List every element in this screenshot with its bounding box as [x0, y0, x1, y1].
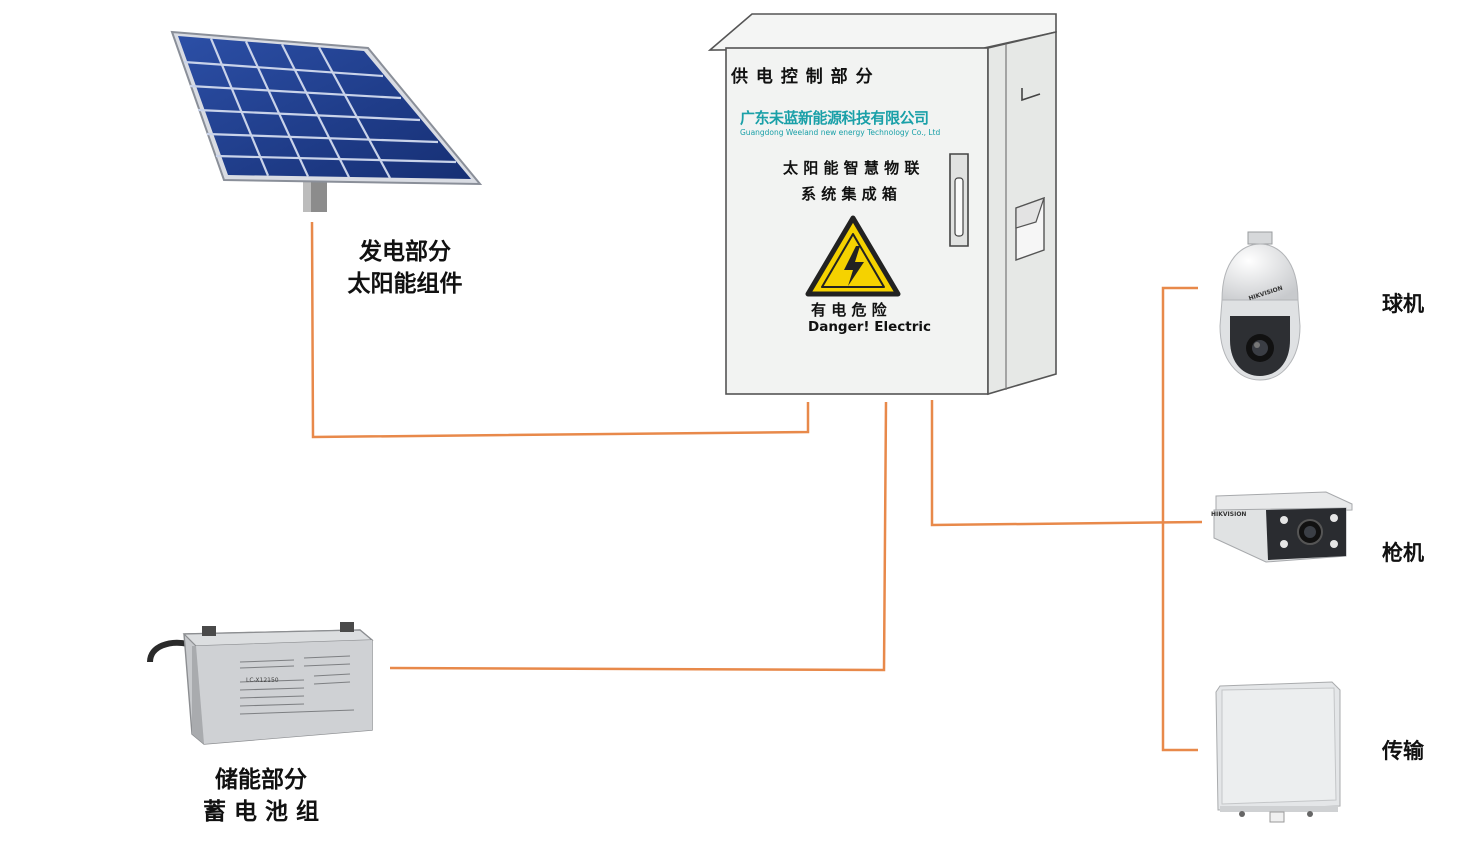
cabinet-title: 供 电 控 制 部 分	[731, 67, 874, 87]
solar-panel-icon	[170, 30, 483, 212]
transmission-label: 传输	[1382, 739, 1424, 763]
bullet-camera-icon	[1213, 491, 1353, 563]
storage-label-line1: 储能部分	[215, 767, 307, 793]
generation-label: 发电部分 太阳能组件	[330, 236, 480, 300]
storage-label-line2: 蓄 电 池 组	[202, 799, 320, 825]
cabinet-company-en: Guangdong Weeland new energy Technology …	[740, 128, 941, 137]
bullet-camera-label: 枪机	[1382, 541, 1424, 565]
battery-icon	[147, 622, 374, 745]
bullet-brand: HIKVISION	[1211, 511, 1247, 518]
cabinet-company-cn: 广东未蓝新能源科技有限公司	[740, 109, 929, 127]
wire-solar-to-cabinet	[310, 221, 810, 439]
battery-model: LC-X12150	[246, 677, 279, 684]
cabinet-product-line2: 系 统 集 成 箱	[801, 185, 897, 203]
wire-cabinet-to-devices	[930, 400, 1203, 527]
generation-label-line1: 发电部分	[359, 239, 451, 265]
cabinet-warning-cn: 有 电 危 险	[811, 301, 887, 319]
cabinet-product-line1: 太 阳 能 智 慧 物 联	[783, 159, 920, 177]
wire-device-bus	[1161, 286, 1198, 752]
transmission-device-icon	[1215, 681, 1341, 823]
cabinet-warning-en: Danger! Electric	[808, 319, 932, 335]
wire-battery-to-cabinet	[389, 401, 888, 672]
generation-label-line2: 太阳能组件	[347, 271, 463, 297]
dome-camera-label: 球机	[1382, 292, 1424, 316]
control-cabinet-icon	[707, 13, 1057, 396]
dome-camera-icon	[1219, 231, 1301, 381]
storage-label: 储能部分 蓄 电 池 组	[186, 764, 336, 828]
